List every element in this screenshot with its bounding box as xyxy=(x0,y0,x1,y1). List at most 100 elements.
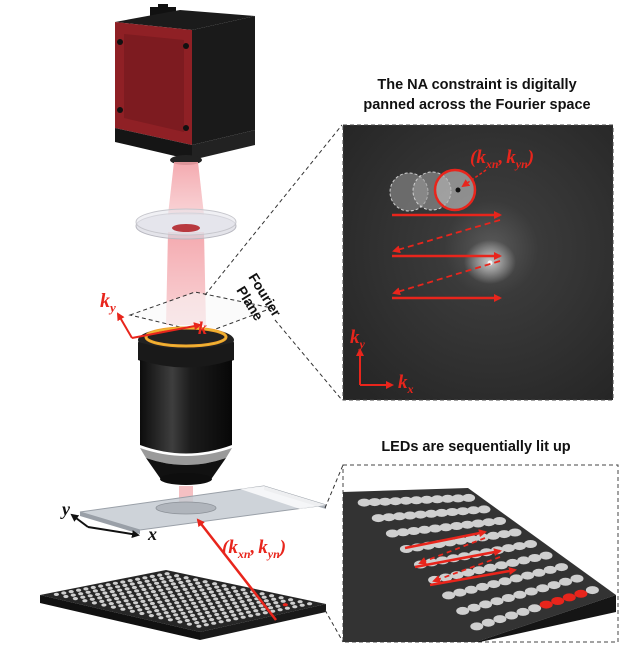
led xyxy=(204,583,210,587)
led xyxy=(477,505,491,514)
led xyxy=(167,590,173,594)
led xyxy=(487,580,501,589)
led xyxy=(181,599,187,603)
led xyxy=(371,514,385,523)
led xyxy=(120,607,126,611)
led xyxy=(61,591,67,595)
led xyxy=(140,599,146,604)
led xyxy=(216,589,222,593)
led xyxy=(92,589,98,593)
led xyxy=(152,605,158,609)
led-dots xyxy=(53,572,313,628)
led xyxy=(120,580,126,584)
led xyxy=(269,594,275,598)
tube-lens xyxy=(135,208,237,240)
led xyxy=(224,602,230,607)
led xyxy=(129,609,135,613)
led-lit xyxy=(574,589,588,598)
led xyxy=(244,595,250,599)
led xyxy=(418,525,431,534)
led xyxy=(179,596,185,600)
led xyxy=(158,616,164,620)
axis-y-label: y xyxy=(60,499,71,519)
led xyxy=(570,574,584,583)
led xyxy=(159,576,165,581)
led xyxy=(157,573,163,577)
led xyxy=(513,542,526,551)
led xyxy=(248,614,254,618)
led xyxy=(192,589,198,594)
led xyxy=(154,609,160,613)
led xyxy=(163,611,169,615)
led xyxy=(472,566,486,575)
led xyxy=(239,600,245,604)
led xyxy=(273,601,279,605)
led xyxy=(516,607,530,616)
led xyxy=(218,620,224,624)
led xyxy=(182,587,188,592)
led xyxy=(210,605,216,610)
led xyxy=(174,574,180,578)
led xyxy=(258,604,264,608)
led xyxy=(126,590,132,594)
led xyxy=(218,592,224,596)
top-caption-line1: The NA constraint is digitally xyxy=(377,77,576,93)
led xyxy=(165,587,171,591)
led xyxy=(555,563,568,572)
led xyxy=(133,601,139,605)
led xyxy=(471,519,485,528)
led xyxy=(251,605,257,609)
led xyxy=(173,585,179,589)
led xyxy=(403,511,417,520)
led-lit xyxy=(551,597,565,605)
led xyxy=(177,620,183,624)
led xyxy=(493,615,507,624)
led xyxy=(207,602,213,606)
led xyxy=(213,597,219,601)
led xyxy=(483,563,497,572)
led xyxy=(378,497,392,506)
ky-label: ky xyxy=(100,290,116,315)
led xyxy=(206,614,212,618)
led-array xyxy=(40,570,326,640)
led xyxy=(513,590,527,599)
led xyxy=(255,612,261,616)
led xyxy=(206,587,212,591)
led xyxy=(211,621,217,625)
led xyxy=(494,561,508,570)
led xyxy=(536,584,550,593)
led xyxy=(121,595,127,599)
led xyxy=(183,603,189,607)
fourier-spectrum-panel: (kxn,kyn) ky kx xyxy=(342,124,614,401)
led xyxy=(194,621,200,625)
led xyxy=(146,583,152,587)
led xyxy=(396,528,410,537)
led-lit xyxy=(282,603,288,607)
led xyxy=(178,580,184,585)
led xyxy=(119,592,125,596)
led xyxy=(208,590,214,594)
led xyxy=(97,596,103,600)
led xyxy=(159,604,165,608)
led xyxy=(193,578,199,582)
led xyxy=(189,586,195,590)
led xyxy=(196,624,202,628)
led xyxy=(131,585,137,590)
led xyxy=(357,498,371,507)
led xyxy=(108,602,114,606)
led xyxy=(70,593,76,597)
led xyxy=(585,586,599,595)
led xyxy=(528,604,542,613)
led xyxy=(166,575,172,579)
led xyxy=(233,617,239,621)
led xyxy=(78,592,84,596)
led xyxy=(464,585,478,594)
led xyxy=(124,587,130,591)
led xyxy=(521,571,535,580)
led xyxy=(226,606,232,610)
led-lit xyxy=(539,600,553,609)
led xyxy=(205,598,211,603)
led xyxy=(175,589,181,593)
led xyxy=(157,600,163,604)
led xyxy=(147,598,153,602)
